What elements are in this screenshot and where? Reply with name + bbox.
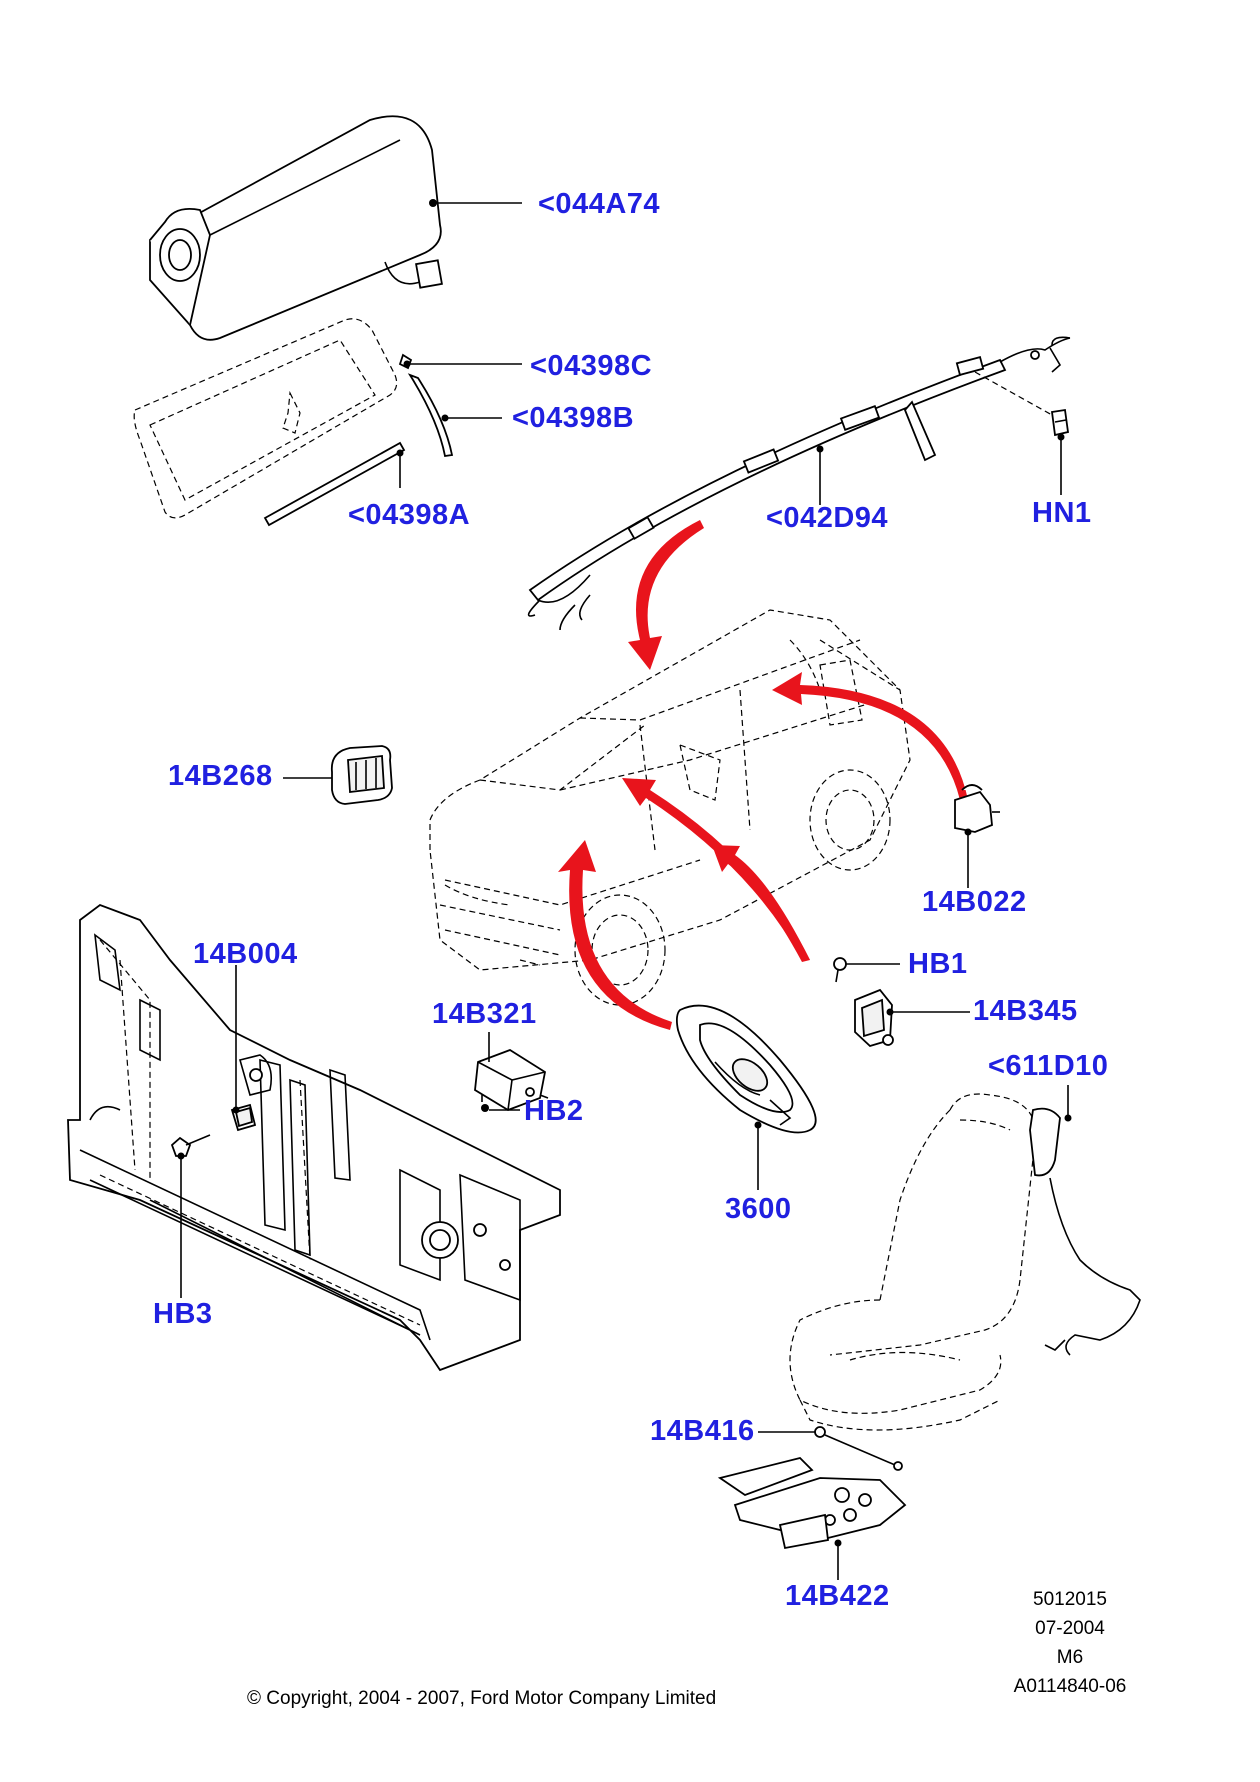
vehicle-outline bbox=[429, 609, 911, 1006]
dashed-leader bbox=[974, 371, 1053, 416]
copyright-notice: © Copyright, 2004 - 2007, Ford Motor Com… bbox=[247, 1688, 717, 1709]
label-14b416: 14B416 bbox=[650, 1415, 755, 1447]
sensor-14b022 bbox=[954, 784, 1000, 833]
seat-track-sensor-14b422 bbox=[717, 1457, 907, 1550]
reference-code: A0114840-06 bbox=[1013, 1676, 1127, 1697]
airbag-door-panel bbox=[133, 318, 398, 519]
label-14b268: 14B268 bbox=[168, 760, 273, 792]
bolt-hb2 bbox=[481, 1104, 489, 1112]
bolt-hb3 bbox=[170, 1134, 211, 1157]
clip-hn1 bbox=[1050, 408, 1070, 437]
label-3600: 3600 bbox=[725, 1193, 792, 1225]
label-hb3: HB3 bbox=[153, 1298, 213, 1330]
label-04398c: <04398C bbox=[530, 350, 653, 382]
bolt-hb1 bbox=[833, 957, 847, 983]
label-hb2: HB2 bbox=[524, 1095, 584, 1127]
passenger-airbag-module bbox=[149, 115, 443, 341]
curtain-airbag bbox=[527, 336, 1071, 631]
control-module-14b321 bbox=[474, 1049, 549, 1111]
assembly-arrows bbox=[558, 520, 968, 1030]
label-042d94: <042D94 bbox=[766, 502, 889, 534]
reference-date: 07-2004 bbox=[1035, 1618, 1105, 1639]
front-end-structure bbox=[67, 903, 561, 1372]
sensor-14b268 bbox=[330, 745, 393, 805]
reference-model: M6 bbox=[1056, 1647, 1084, 1668]
label-04398a: <04398A bbox=[348, 499, 471, 531]
sensor-14b004 bbox=[230, 1103, 257, 1132]
label-14b004: 14B004 bbox=[193, 938, 298, 970]
sensor-14b345 bbox=[854, 988, 894, 1048]
label-04398b: <04398B bbox=[512, 402, 635, 434]
seal-strip-b bbox=[407, 373, 454, 458]
seat-airbag-611d10 bbox=[1029, 1107, 1141, 1356]
bolt-14b416 bbox=[814, 1426, 903, 1471]
label-14b022: 14B022 bbox=[922, 886, 1027, 918]
label-14b422: 14B422 bbox=[785, 1580, 890, 1612]
label-hn1: HN1 bbox=[1032, 497, 1092, 529]
label-14b345: 14B345 bbox=[973, 995, 1078, 1027]
label-14b321: 14B321 bbox=[432, 998, 537, 1030]
seat-outline bbox=[789, 1093, 1037, 1431]
label-044a74: <044A74 bbox=[538, 188, 661, 220]
reference-number: 5012015 bbox=[1033, 1589, 1107, 1610]
diagram-reference: 5012015 07-2004 M6 A0114840-06 bbox=[1000, 1585, 1140, 1701]
seal-strip-a bbox=[263, 441, 406, 527]
label-hb1: HB1 bbox=[908, 948, 968, 980]
label-611d10: <611D10 bbox=[988, 1050, 1109, 1082]
driver-airbag-3600 bbox=[675, 1004, 817, 1134]
